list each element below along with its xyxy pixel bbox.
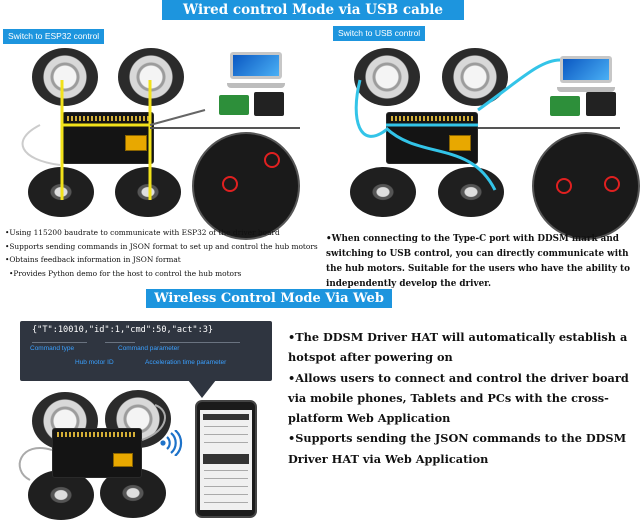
wired-mode-banner: Wired control Mode via USB cable — [162, 0, 464, 20]
hub-motor-wheel — [32, 48, 98, 106]
driver-board — [52, 428, 142, 478]
driver-board — [62, 112, 154, 164]
switch-zoom-view — [192, 132, 300, 240]
raspberry-pi-board — [550, 96, 580, 116]
json-command-panel: {"T":10010,"id":1,"cmd":50,"act":3} Comm… — [20, 321, 272, 381]
hub-motor-wheel — [354, 48, 420, 106]
hub-motor-id-label: Hub motor ID — [75, 359, 114, 366]
wireless-note-item: •The DDSM Driver HAT will automatically … — [288, 330, 628, 365]
wireless-note-item: •Allows users to connect and control the… — [288, 370, 629, 426]
switch-zoom-view — [532, 132, 640, 240]
esp32-wires — [21, 80, 300, 200]
hub-motor-wheel — [115, 167, 181, 217]
esp32-note-item: •Provides Python demo for the host to co… — [9, 268, 242, 278]
laptop-icon — [556, 56, 616, 92]
jetson-board — [586, 92, 616, 116]
phone-icon — [195, 400, 257, 518]
esp32-notes: •Using 115200 baudrate to communicate wi… — [5, 226, 325, 280]
json-command-text: {"T":10010,"id":1,"cmd":50,"act":3} — [32, 325, 214, 335]
raspberry-pi-board — [219, 95, 249, 115]
laptop-icon — [226, 52, 286, 88]
command-parameter-label: Command parameter — [118, 345, 180, 352]
jetson-board — [254, 92, 284, 116]
wireless-wires — [18, 404, 166, 481]
usb-wires — [354, 58, 620, 191]
esp32-note-item: •Obtains feedback information in JSON fo… — [5, 255, 181, 264]
esp32-note-item: •Using 115200 baudrate to communicate wi… — [5, 228, 280, 237]
usb-control-tag: Switch to USB control — [333, 26, 426, 41]
wireless-scene — [0, 380, 200, 520]
wifi-icon — [160, 430, 183, 456]
usb-note: •When connecting to the Type-C port with… — [326, 234, 630, 289]
acceleration-time-parameter-label: Acceleration time parameter — [145, 359, 227, 366]
esp32-note-item: •Supports sending commands in JSON forma… — [5, 241, 318, 251]
wireless-note-item: •Supports sending the JSON commands to t… — [288, 431, 627, 466]
hub-motor-wheel — [350, 167, 416, 217]
command-type-label: Command type — [30, 345, 75, 352]
wireless-notes: •The DDSM Driver HAT will automatically … — [288, 327, 638, 469]
panel-pointer — [188, 380, 216, 398]
hub-motor-wheel — [28, 470, 94, 520]
esp32-control-scene — [0, 0, 320, 240]
wireless-mode-banner: Wireless Control Mode Via Web Applicatio… — [146, 289, 392, 325]
esp32-control-tag: Switch to ESP32 control — [3, 29, 105, 44]
usb-control-scene — [320, 0, 640, 240]
hub-motor-wheel — [438, 167, 504, 217]
